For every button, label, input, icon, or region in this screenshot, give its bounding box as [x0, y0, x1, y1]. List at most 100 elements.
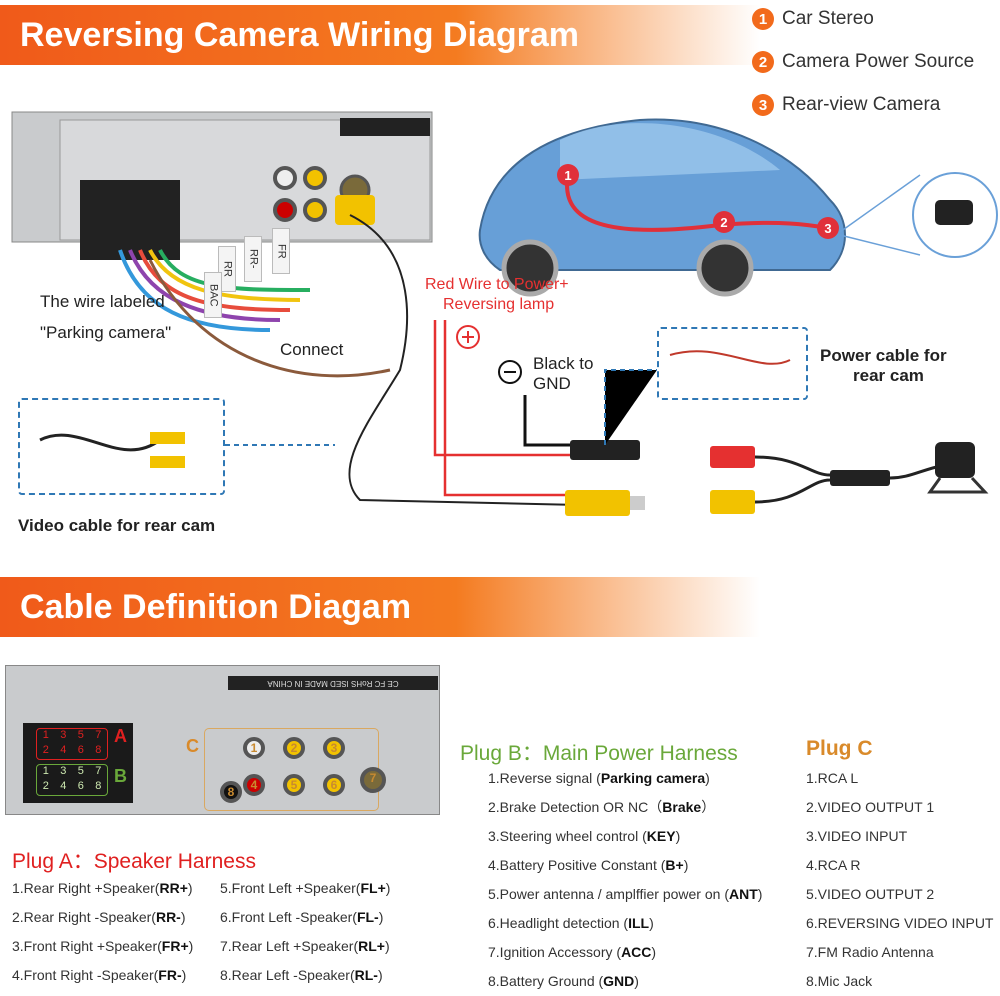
list-item: 5.VIDEO OUTPUT 2 — [806, 886, 935, 902]
pin-list: 1.Rear Right +Speaker(RR+)2.Rear Right -… — [12, 874, 193, 990]
pin-code: RL- — [354, 967, 378, 983]
pin-description: ) — [181, 967, 187, 983]
rca-port: 1 — [243, 737, 265, 759]
list-item: 1.Reverse signal (Parking camera) — [488, 764, 762, 793]
minus-icon — [498, 360, 522, 384]
pin-number: 2 — [42, 744, 49, 756]
power-cable-box — [657, 327, 808, 400]
list-item: 1.Rear Right +Speaker(RR+) — [12, 874, 193, 903]
power-cable-label-2: rear cam — [853, 366, 924, 385]
pin-number: 6 — [77, 744, 84, 756]
list-item: 1.RCA L — [806, 770, 859, 786]
list-item: 3.VIDEO INPUT — [806, 828, 908, 844]
cable-definition-title: Cable Definition Diagam — [0, 577, 760, 637]
pin-description: ) — [757, 886, 763, 902]
rca-plug-yellow — [565, 490, 630, 516]
pin-code: ACC — [621, 944, 652, 960]
pin-description: 5.Front Left +Speaker( — [220, 880, 361, 896]
connector-c-label: C — [186, 736, 199, 756]
list-item: 5.Power antenna / amplffier power on (AN… — [488, 880, 762, 909]
video-cable-image — [39, 433, 161, 452]
video-cable-line — [348, 214, 581, 506]
svg-text:2: 2 — [720, 215, 727, 230]
pin-code: RL+ — [358, 938, 385, 954]
wiring-diagram-title: Reversing Camera Wiring Diagram — [0, 5, 760, 65]
pin-code: Parking camera — [600, 770, 706, 786]
car-image: 1 2 3 — [478, 118, 846, 297]
plug-c-title: Plug C — [806, 737, 873, 760]
harness-tag: RR- — [244, 236, 262, 282]
rear-camera-image — [935, 442, 975, 478]
pin-code: GND — [603, 973, 635, 989]
pin-description: 7.Ignition Accessory ( — [488, 944, 622, 960]
list-item: 3.Steering wheel control (KEY) — [488, 822, 762, 851]
parking-wire-label: The wire labeled — [40, 292, 165, 311]
rca-port: 7 — [360, 767, 386, 793]
video-cable-label: Video cable for rear cam — [18, 516, 216, 535]
harness-wires — [118, 249, 311, 332]
legend-item-car-stereo: 1 Car Stereo — [752, 8, 874, 30]
rca-socket-yellow — [710, 490, 755, 514]
legend-number: 3 — [752, 94, 774, 116]
harness-connector — [23, 723, 133, 803]
pin-description: ) — [675, 828, 681, 844]
list-item: 8.Mic Jack — [806, 973, 873, 989]
pin-number: 5 — [77, 729, 84, 741]
pin-description: 8.Rear Left -Speaker( — [220, 967, 355, 983]
pin-code: FL- — [356, 909, 379, 925]
pin-number: 8 — [95, 780, 102, 792]
wiring-illustration: 1 2 3 — [11, 111, 998, 516]
pin-number: 8 — [95, 744, 102, 756]
legend-label: Car Stereo — [782, 8, 874, 29]
harness-tag: FR — [272, 228, 290, 274]
pin-description: ) — [180, 909, 186, 925]
pin-number: 3 — [60, 729, 67, 741]
pin-code: ANT — [729, 886, 758, 902]
car-stereo-image — [11, 111, 433, 260]
pin-description: 3.Steering wheel control ( — [488, 828, 647, 844]
rca-port: 8 — [220, 781, 242, 803]
pin-description: 1.Reverse signal ( — [488, 770, 601, 786]
power-cable-image — [669, 350, 791, 365]
red-wire-label: Red Wire to Power+ — [425, 276, 569, 293]
pin-number: 3 — [60, 765, 67, 777]
list-item: 8.Battery Ground (GND) — [488, 967, 762, 996]
pin-code: FR+ — [161, 938, 189, 954]
pin-number: 1 — [42, 729, 49, 741]
pin-number: 4 — [60, 744, 67, 756]
pin-description: 2.Brake Detection OR NC（ — [488, 799, 663, 815]
port-number: 8 — [227, 785, 235, 799]
pin-description: 3.Front Right +Speaker( — [12, 938, 162, 954]
pin-number: 2 — [42, 780, 49, 792]
port-number: 4 — [250, 778, 258, 792]
plus-icon — [456, 325, 480, 349]
rca-port: 6 — [323, 774, 345, 796]
pin-description: ） — [701, 799, 716, 815]
legend-number: 1 — [752, 8, 774, 30]
legend-label: Rear-view Camera — [782, 94, 941, 115]
pin-number: 7 — [95, 729, 102, 741]
connect-label: Connect — [280, 340, 344, 359]
legend-number: 2 — [752, 51, 774, 73]
port-number: 6 — [330, 778, 338, 792]
list-item: 5.Front Left +Speaker(FL+) — [220, 874, 390, 903]
pin-description: 6.Headlight detection ( — [488, 915, 629, 931]
rca-port: 4 — [243, 774, 265, 796]
pin-code: KEY — [646, 828, 676, 844]
port-number: 3 — [330, 741, 338, 755]
pin-description: ) — [378, 909, 384, 925]
dc-plug — [570, 440, 640, 460]
parking-wire-label-2: "Parking camera" — [40, 323, 172, 342]
pin-description: 7.Rear Left +Speaker( — [220, 938, 359, 954]
harness-tag: RR — [218, 246, 236, 292]
plug-b-title: Plug B：Main Power Harness — [460, 742, 738, 765]
pin-code: Brake — [662, 799, 702, 815]
pin-number: 4 — [60, 780, 67, 792]
pin-description: 1.Rear Right +Speaker( — [12, 880, 160, 896]
rca-port: 5 — [283, 774, 305, 796]
